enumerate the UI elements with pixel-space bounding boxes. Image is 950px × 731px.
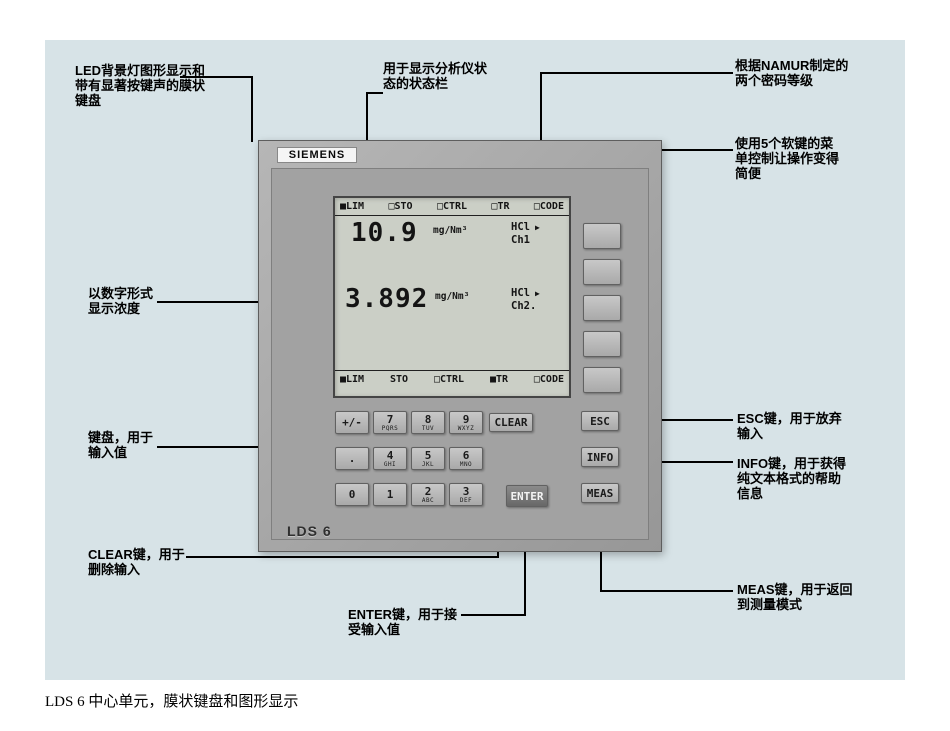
softkey-4[interactable] <box>583 331 621 357</box>
reading2-channel: Ch2. <box>511 300 537 312</box>
status-item-code: □CODE <box>533 201 564 212</box>
enter-key[interactable]: ENTER <box>506 485 548 507</box>
status-item-tr: □TR <box>491 201 510 212</box>
callout-line-namur-h <box>540 72 733 74</box>
callout-line-status-h <box>366 92 383 94</box>
callout-line-enter-h <box>461 614 526 616</box>
annotation-esc-key: ESC键，用于放弃 输入 <box>737 411 842 441</box>
callout-line-esc <box>620 419 733 421</box>
reading2-unit: mg/Nm³ <box>435 291 470 302</box>
status-item-ctrl: □CTRL <box>433 374 465 385</box>
callout-line-clear-h <box>186 556 499 558</box>
annotation-namur: 根据NAMUR制定的 两个密码等级 <box>735 58 849 88</box>
reading1-channel-block: HCl ▶ Ch1 <box>511 221 540 246</box>
key-0[interactable]: 0 <box>335 483 369 506</box>
reading1-gas: HCl <box>511 221 530 233</box>
display-status-top: ■LIM □STO □CTRL □TR □CODE <box>335 201 569 212</box>
callout-line-softkeys-h <box>601 149 733 151</box>
model-label: LDS 6 <box>287 523 332 539</box>
status-item-lim: ■LIM <box>340 374 365 385</box>
lcd-display: ■LIM □STO □CTRL □TR □CODE 10.9 mg/Nm³ HC… <box>333 196 571 398</box>
display-status-bottom: ■LIM STO □CTRL ■TR □CODE <box>335 374 569 385</box>
key-dot[interactable]: . <box>335 447 369 470</box>
display-divider-bottom <box>335 370 569 371</box>
annotation-info-key: INFO键，用于获得 纯文本格式的帮助 信息 <box>737 456 847 501</box>
callout-line-led-h <box>180 76 253 78</box>
status-item-code: □CODE <box>533 374 564 385</box>
key-plusminus[interactable]: +/- <box>335 411 369 434</box>
softkey-3[interactable] <box>583 295 621 321</box>
annotation-status-bar: 用于显示分析仪状 态的状态栏 <box>383 61 488 91</box>
callout-line-info <box>620 461 733 463</box>
callout-line-keypad <box>157 446 334 448</box>
status-item-sto: STO <box>389 374 409 385</box>
device-panel: SIEMENS ■LIM □STO □CTRL □TR □CODE 10.9 m… <box>258 140 662 552</box>
meas-key[interactable]: MEAS <box>581 483 619 503</box>
reading2-value: 3.892 <box>345 284 429 314</box>
figure-caption: LDS 6 中心单元，膜状键盘和图形显示 <box>45 694 299 710</box>
siemens-logo: SIEMENS <box>277 147 357 163</box>
annotation-enter-key: ENTER键，用于接 受输入值 <box>348 607 458 637</box>
reading1-unit: mg/Nm³ <box>433 225 468 236</box>
softkey-1[interactable] <box>583 223 621 249</box>
annotation-clear-key: CLEAR键，用于 删除输入 <box>88 547 185 577</box>
status-item-ctrl: □CTRL <box>436 201 468 212</box>
key-1[interactable]: 1 <box>373 483 407 506</box>
callout-line-digital <box>157 301 332 303</box>
status-item-tr: ■TR <box>489 374 508 385</box>
callout-line-enter-v <box>524 508 526 616</box>
display-divider-top <box>335 215 569 216</box>
esc-key[interactable]: ESC <box>581 411 619 431</box>
clear-key[interactable]: CLEAR <box>489 413 533 432</box>
annotation-led-display: LED背景灯图形显示和 带有显著按键声的膜状 键盘 <box>75 63 206 108</box>
status-item-lim: ■LIM <box>340 201 365 212</box>
reading1-pointer-icon: ▶ <box>534 223 540 232</box>
info-key[interactable]: INFO <box>581 447 619 467</box>
reading2-gas: HCl <box>511 287 530 299</box>
status-item-sto: □STO <box>388 201 413 212</box>
annotation-meas-key: MEAS键，用于返回 到测量模式 <box>737 582 853 612</box>
callout-line-led-v <box>251 76 253 142</box>
annotation-softkeys: 使用5个软键的菜 单控制让操作变得 简便 <box>735 136 840 181</box>
callout-line-namur-v <box>540 72 542 199</box>
reading1-value: 10.9 <box>351 218 418 248</box>
reading1-channel: Ch1 <box>511 234 530 246</box>
softkey-5[interactable] <box>583 367 621 393</box>
softkey-2[interactable] <box>583 259 621 285</box>
callout-line-meas-h <box>601 590 733 592</box>
annotation-keypad: 键盘，用于 输入值 <box>88 430 154 460</box>
reading2-pointer-icon: ▶ <box>534 289 540 298</box>
reading2-channel-block: HCl ▶ Ch2. <box>511 287 540 312</box>
annotation-digital-value: 以数字形式 显示浓度 <box>88 286 154 316</box>
